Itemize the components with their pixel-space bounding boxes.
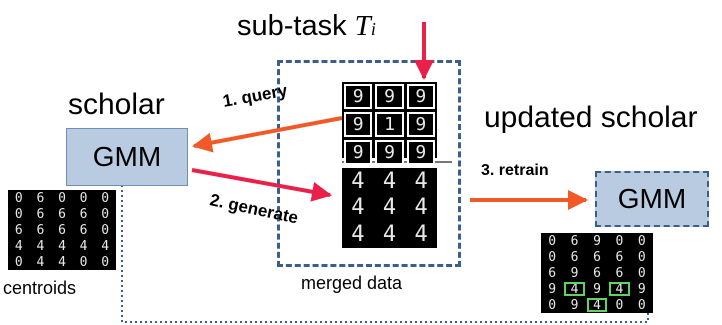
- merged-data-container: [277, 60, 461, 267]
- scholar-label: scholar: [68, 88, 165, 121]
- updated-digit-cell: 0: [548, 297, 557, 313]
- centroids-digit-cell: 0: [101, 254, 110, 270]
- updated-digit-cell: 9: [593, 233, 601, 249]
- retrain-label: 3. retrain: [481, 162, 549, 179]
- updated-digit-cell: 0: [548, 233, 557, 249]
- centroids-digit-cell: 4: [36, 238, 45, 254]
- updated-digit-cell: 0: [548, 249, 557, 265]
- queried-digit-cell: 9: [344, 140, 373, 165]
- centroids-digit-cell: 0: [101, 206, 110, 222]
- centroids-digit-cell: 0: [14, 190, 23, 206]
- centroids-digit-cell: 6: [36, 190, 45, 206]
- centroids-digit-cell: 0: [14, 206, 23, 222]
- updated-digit-cell: 9: [548, 281, 557, 297]
- queried-digit-cell: 9: [406, 84, 435, 109]
- updated-digit-cell: 6: [615, 265, 624, 281]
- generated-digit-cell: 4: [382, 195, 397, 221]
- updated-digit-cell: 9: [570, 265, 579, 281]
- updated-digit-cell: 4: [563, 281, 585, 297]
- centroids-digit-cell: 0: [14, 254, 23, 270]
- generate-arrow: [191, 168, 332, 202]
- generated-digit-cell: 4: [351, 168, 365, 194]
- updated-digit-cell: 9: [593, 281, 601, 297]
- updated-digit-cell: 6: [593, 249, 601, 265]
- generated-digit-cell: 4: [414, 195, 428, 221]
- updated-digit-cell: 4: [586, 297, 608, 313]
- queried-digit-cell: 9: [344, 84, 373, 109]
- centroids-digit-cell: 6: [36, 222, 45, 238]
- updated-digit-cell: 6: [548, 265, 557, 281]
- updated-scholar-label: updated scholar: [484, 101, 698, 134]
- centroids-digit-cell: 4: [36, 254, 45, 270]
- updated-digit-cell: 0: [637, 265, 646, 281]
- queried-digit-cell: 9: [375, 140, 404, 165]
- centroids-digit-cell: 4: [58, 238, 66, 254]
- centroids-label: centroids: [3, 278, 77, 298]
- updated-digit-cell: 0: [637, 233, 646, 249]
- centroids-digit-cell: 0: [79, 254, 88, 270]
- generated-digit-cell: 4: [351, 195, 365, 221]
- generated-digit-cell: 4: [382, 222, 397, 248]
- updated-digit-cell: 6: [570, 249, 579, 265]
- gmm-updated-box: GMM: [595, 171, 709, 227]
- centroids-digit-cell: 4: [14, 238, 23, 254]
- merged-data-label: merged data: [301, 273, 403, 293]
- queried-digit-cell: 1: [375, 112, 404, 137]
- centroids-digit-cell: 4: [79, 238, 88, 254]
- centroids-digit-cell: 0: [79, 190, 88, 206]
- updated-digit-cell: 0: [615, 233, 624, 249]
- query-arrow: [192, 116, 343, 153]
- centroids-digit-cell: 6: [58, 206, 66, 222]
- subtask-label: sub-task Ti: [237, 10, 376, 42]
- queried-digit-cell: 9: [406, 140, 435, 165]
- gmm-scholar-box: GMM: [66, 128, 188, 186]
- centroids-digit-cell: 6: [58, 222, 66, 238]
- queried-digit-cell: 9: [375, 84, 404, 109]
- queried-digit-cell: 9: [344, 112, 373, 137]
- updated-digit-cell: 6: [615, 249, 624, 265]
- centroids-digit-cell: 4: [58, 254, 66, 270]
- updated-digit-cell: 0: [637, 297, 646, 313]
- updated-digit-cell: 6: [570, 233, 579, 249]
- generated-digit-cell: 4: [414, 222, 428, 248]
- generated-digit-cell: 4: [414, 168, 428, 194]
- updated-digit-cell: 9: [570, 297, 579, 313]
- centroids-digit-cell: 6: [36, 206, 45, 222]
- centroids-digit-cell: 6: [79, 206, 88, 222]
- centroids-digit-cell: 0: [101, 222, 110, 238]
- generated-digit-cell: 4: [351, 222, 365, 248]
- updated-digit-cell: 6: [593, 265, 601, 281]
- centroids-digit-cell: 6: [14, 222, 23, 238]
- centroids-digit-cell: 0: [58, 190, 66, 206]
- updated-digit-cell: 0: [615, 297, 624, 313]
- gmm-updated-label: GMM: [617, 183, 687, 214]
- updated-digit-cell: 0: [637, 249, 646, 265]
- centroids-digit-cell: 6: [79, 222, 88, 238]
- centroids-digit-cell: 4: [101, 238, 110, 254]
- centroids-digit-cell: 0: [101, 190, 110, 206]
- generated-digit-cell: 4: [382, 168, 397, 194]
- gmm-scholar-label: GMM: [92, 141, 162, 172]
- updated-digit-cell: 9: [637, 281, 646, 297]
- queried-digit-cell: 9: [406, 112, 435, 137]
- updated-digit-cell: 4: [608, 281, 630, 297]
